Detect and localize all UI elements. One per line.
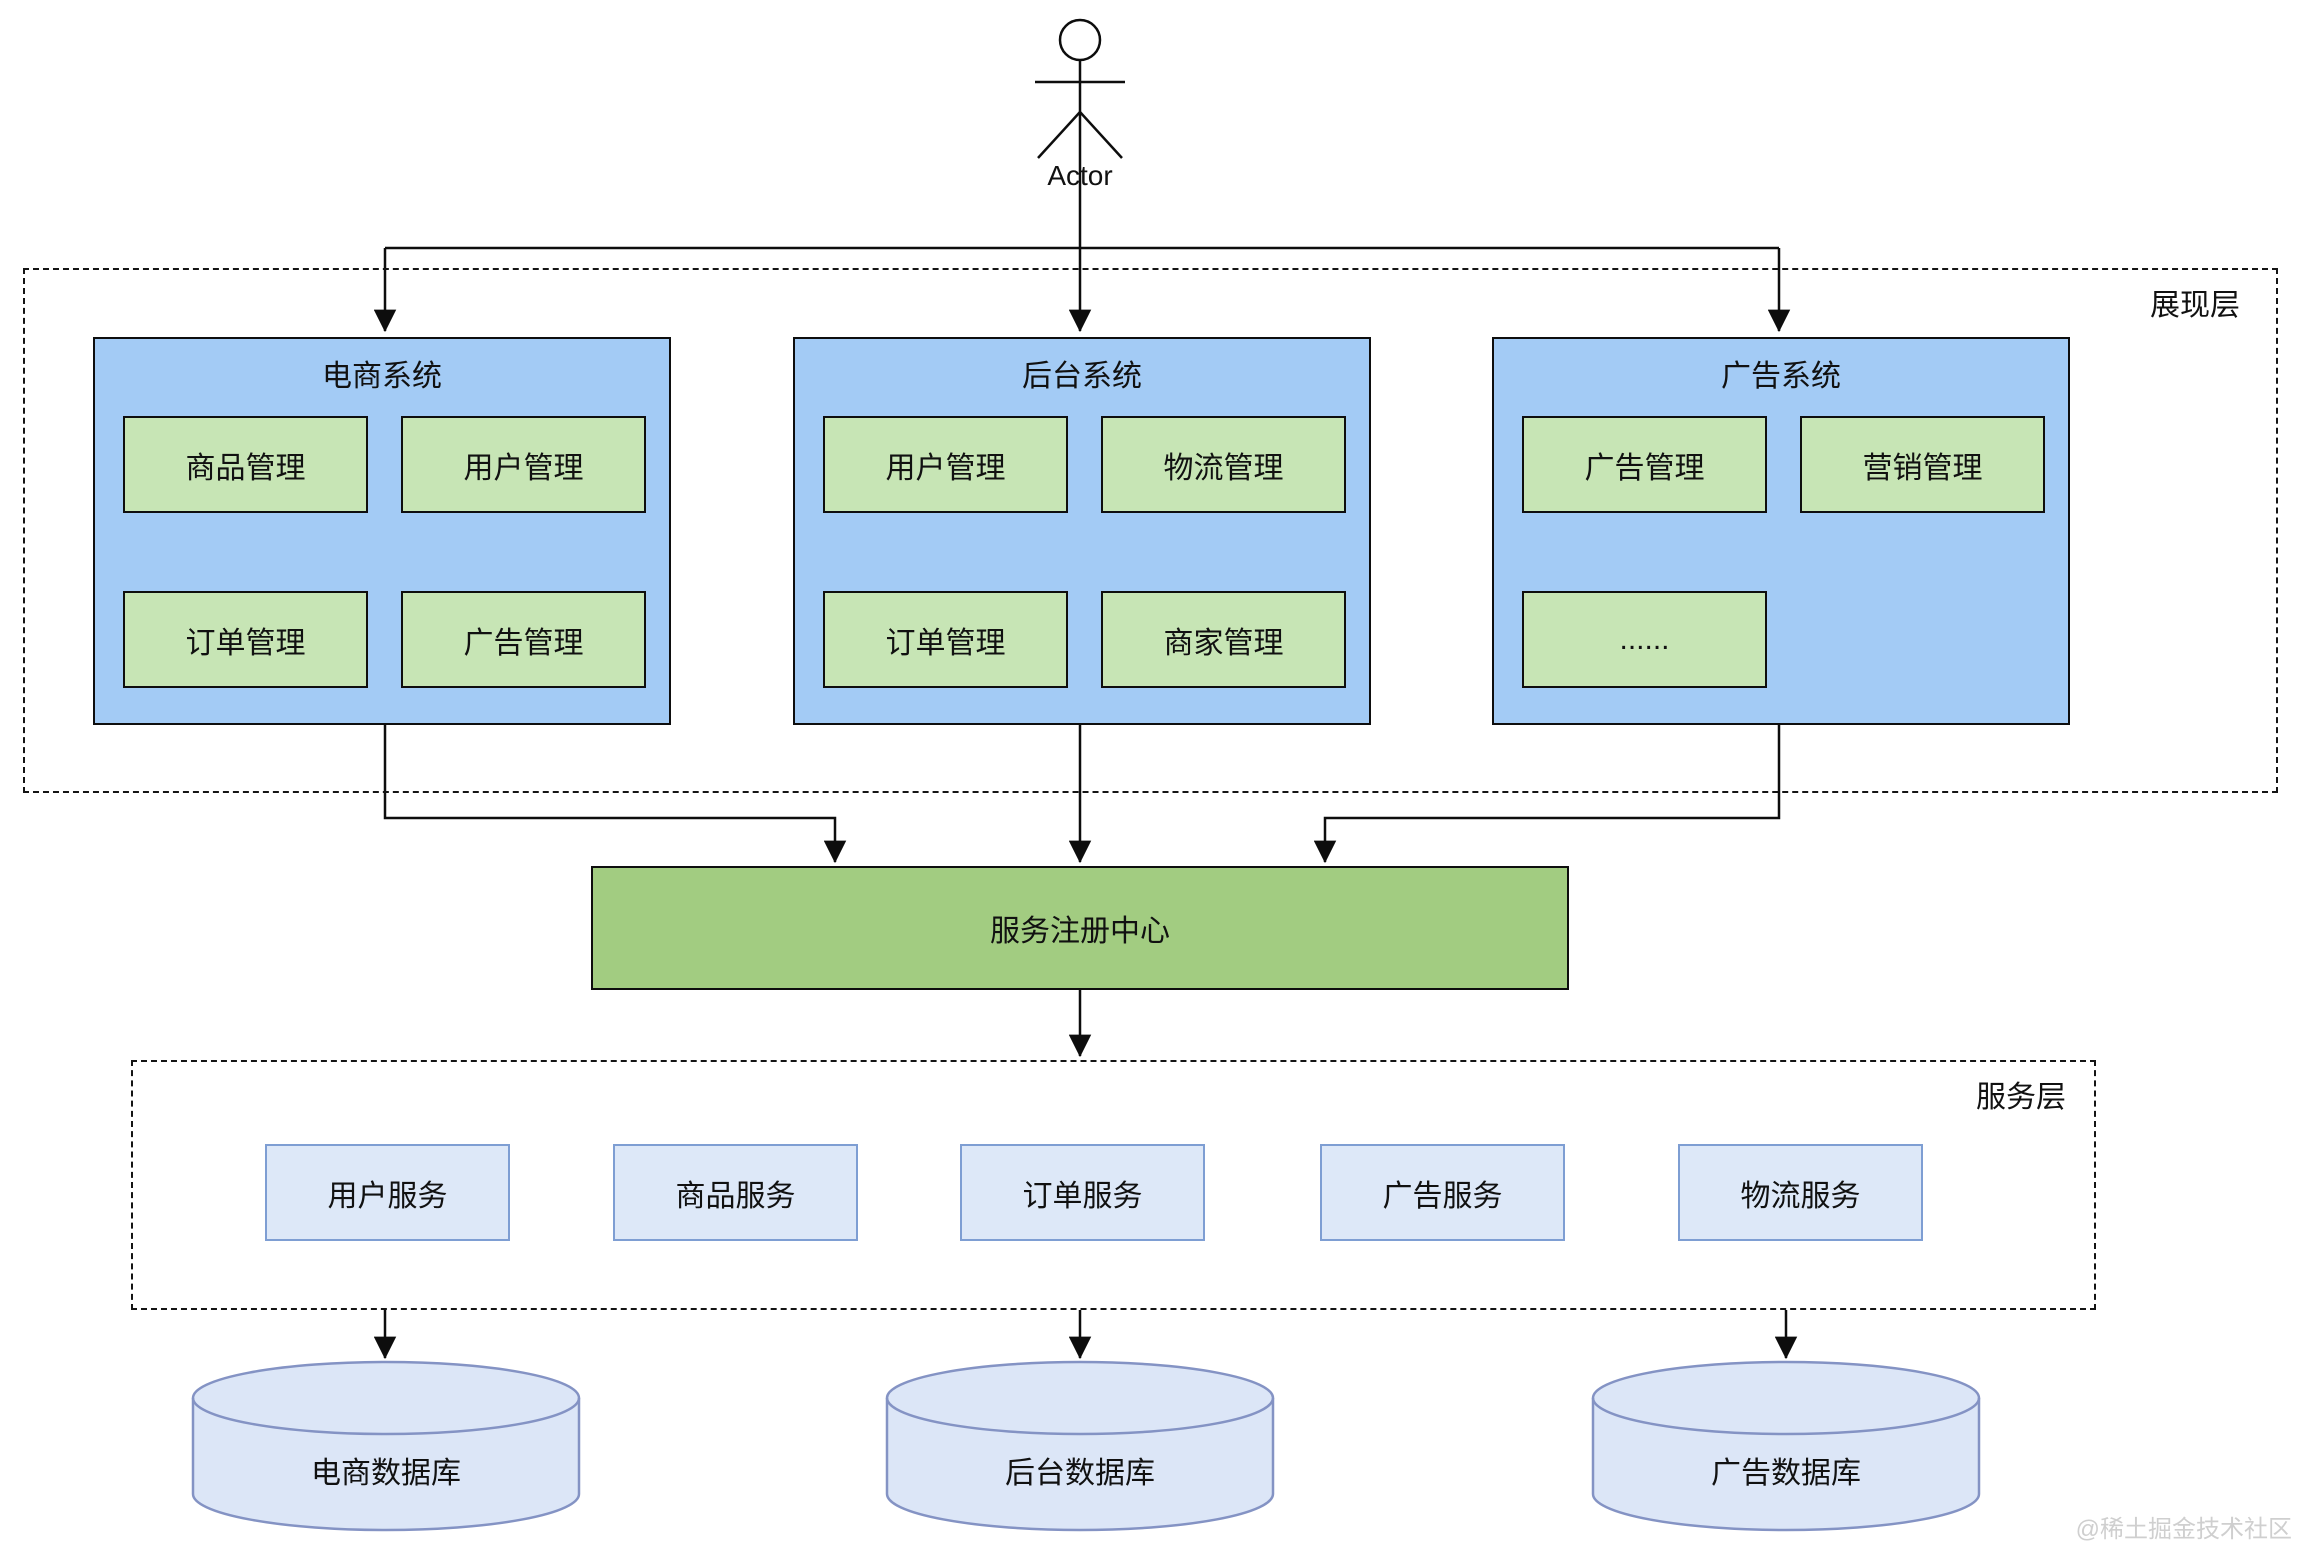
system-title-backend: 后台系统 <box>1022 360 1142 393</box>
service-layer: 服务层 用户服务 商品服务 订单服务 广告服务 物流服务 <box>131 1060 2096 1310</box>
database-cylinder-ecommerce <box>191 1360 581 1532</box>
watermark: @稀土掘金技术社区 <box>2075 1516 2292 1543</box>
module-box: 广告管理 <box>401 591 646 688</box>
module-box: 商品管理 <box>123 416 368 513</box>
service-box-product: 商品服务 <box>613 1144 858 1241</box>
system-box-ecommerce: 电商系统 商品管理 用户管理 订单管理 广告管理 <box>93 337 671 725</box>
module-box: 营销管理 <box>1800 416 2045 513</box>
module-box: 用户管理 <box>401 416 646 513</box>
service-box-ad: 广告服务 <box>1320 1144 1565 1241</box>
database-label-ad: 广告数据库 <box>1711 1457 1861 1490</box>
presentation-layer-label: 展现层 <box>2150 289 2240 322</box>
database-cylinder-ad <box>1591 1360 1981 1532</box>
service-box-logistics: 物流服务 <box>1678 1144 1923 1241</box>
module-box: 订单管理 <box>123 591 368 688</box>
database-cylinder-backend <box>885 1360 1275 1532</box>
database-label-ecommerce: 电商数据库 <box>311 1457 461 1490</box>
system-box-ad: 广告系统 广告管理 营销管理 ...... <box>1492 337 2070 725</box>
service-box-order: 订单服务 <box>960 1144 1205 1241</box>
module-box: 物流管理 <box>1101 416 1346 513</box>
service-box-user: 用户服务 <box>265 1144 510 1241</box>
service-layer-label: 服务层 <box>1976 1081 2066 1114</box>
system-title-ecommerce: 电商系统 <box>322 360 442 393</box>
module-box: 商家管理 <box>1101 591 1346 688</box>
module-box: 订单管理 <box>823 591 1068 688</box>
module-box: 广告管理 <box>1522 416 1767 513</box>
arrow-ecommerce-to-registry <box>383 723 847 864</box>
module-box: 用户管理 <box>823 416 1068 513</box>
service-registry-box: 服务注册中心 <box>591 866 1569 990</box>
actor-icon <box>1035 18 1125 159</box>
arrow-ad-to-registry <box>1313 723 1781 864</box>
actor-label: Actor <box>1047 160 1113 191</box>
system-box-backend: 后台系统 用户管理 物流管理 订单管理 商家管理 <box>793 337 1371 725</box>
presentation-layer: 展现层 电商系统 商品管理 用户管理 订单管理 广告管理 后台系统 用户管理 物… <box>23 268 2278 793</box>
system-title-ad: 广告系统 <box>1721 360 1841 393</box>
database-label-backend: 后台数据库 <box>1005 1457 1155 1490</box>
module-box-ellipsis: ...... <box>1522 591 1767 688</box>
